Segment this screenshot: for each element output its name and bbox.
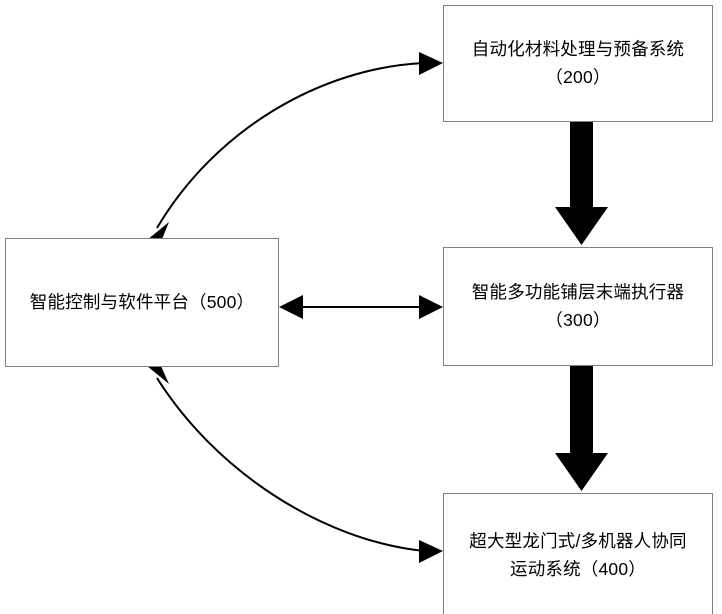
node-label-300: 智能多功能铺层末端执行器 （300） xyxy=(471,282,685,330)
thick-arrow-200-to-300 xyxy=(555,122,608,245)
bidirectional-curve-500-200-head-upper xyxy=(419,52,443,75)
node-label-500: 智能控制与软件平台（500） xyxy=(29,291,255,312)
bidirectional-curve-500-400-shaft xyxy=(156,377,425,552)
node-label-400: 超大型龙门式/多机器人协同 运动系统（400） xyxy=(469,531,687,579)
bidirectional-arrow-500-300-head-right xyxy=(419,295,443,319)
bidirectional-arrow-500-300-head-left xyxy=(279,295,303,319)
node-label-200: 自动化材料处理与预备系统 （200） xyxy=(471,39,685,87)
node-intelligent-control-software-platform[interactable]: 智能控制与软件平台（500） xyxy=(5,238,279,367)
node-large-gantry-multi-robot-motion-system[interactable]: 超大型龙门式/多机器人协同 运动系统（400） xyxy=(443,493,713,614)
thick-arrow-300-to-400 xyxy=(555,366,608,491)
bidirectional-curve-500-200-shaft xyxy=(156,62,425,229)
node-intelligent-multifunction-layup-end-effector[interactable]: 智能多功能铺层末端执行器 （300） xyxy=(443,247,713,366)
bidirectional-curve-500-400-head-lower xyxy=(419,540,443,563)
node-automated-material-handling-system[interactable]: 自动化材料处理与预备系统 （200） xyxy=(443,5,713,122)
